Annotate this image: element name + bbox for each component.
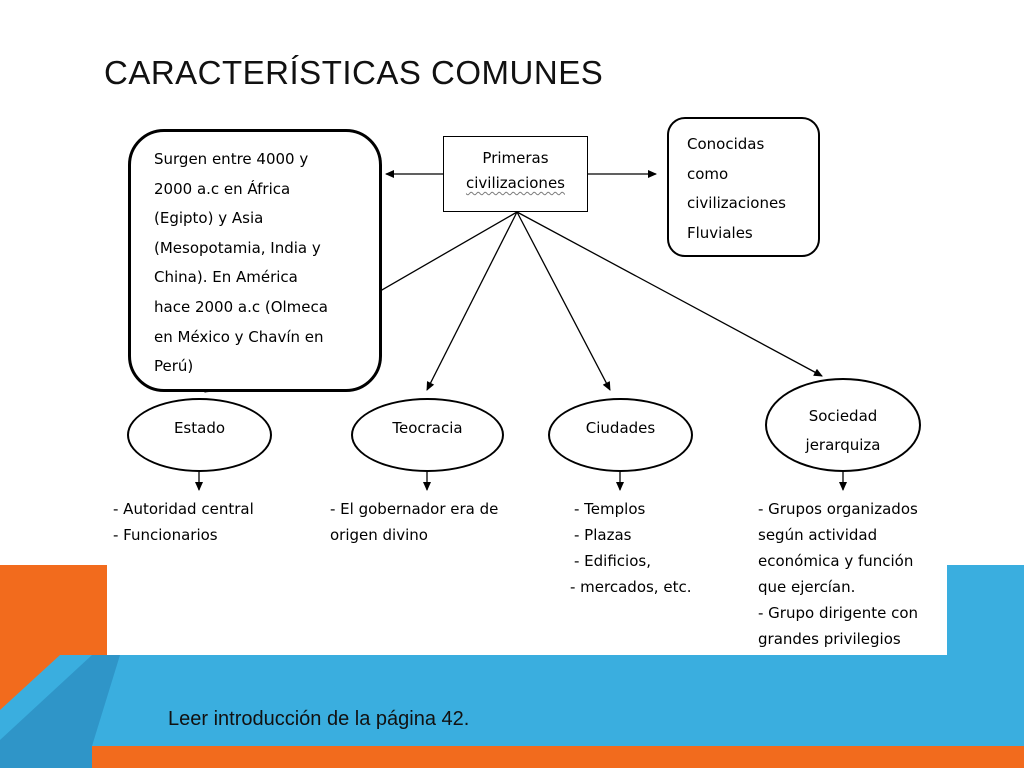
details-ciudades: - Templos - Plazas - Edificios, - mercad…: [570, 496, 691, 600]
node-sociedad-label-line: jerarquiza: [805, 436, 881, 454]
detail-item: - Grupo dirigente con: [758, 604, 919, 622]
node-origin-line: (Egipto) y Asia: [154, 209, 264, 228]
node-fluvial-line: Fluviales: [687, 223, 753, 242]
decorative-triangles: [0, 655, 390, 768]
detail-item: - Grupos organizados: [758, 500, 918, 518]
detail-item: - Funcionarios: [113, 526, 218, 544]
node-teocracia: Teocracia: [351, 398, 504, 472]
details-teocracia: - El gobernador era de origen divino: [330, 496, 498, 548]
node-origin-line: hace 2000 a.c (Olmeca: [154, 297, 328, 316]
node-origin-line: Surgen entre 4000 y: [154, 150, 309, 168]
details-estado: - Autoridad central - Funcionarios: [113, 496, 254, 548]
detail-item: - mercados, etc.: [570, 578, 692, 596]
node-origin-line: en México y Chavín en: [154, 327, 324, 346]
node-sociedad-jerarquiza: Sociedad jerarquiza: [765, 378, 921, 472]
detail-item: - Autoridad central: [113, 500, 254, 518]
details-sociedad: - Grupos organizados según actividad eco…: [758, 496, 918, 652]
node-primeras-civilizaciones: Primeras civilizaciones: [443, 136, 588, 212]
node-teocracia-label: Teocracia: [392, 419, 463, 437]
node-fluvial-line: civilizaciones: [687, 194, 787, 212]
arrow-root-to-teocracia: [426, 211, 518, 391]
node-ciudades: Ciudades: [548, 398, 693, 472]
node-sociedad-label: Sociedad jerarquiza: [767, 380, 919, 460]
node-fluvial-civilizations: Conocidas como civilizaciones Fluviales: [667, 117, 820, 257]
node-origin-line: China). En América: [154, 268, 298, 287]
detail-item: - Plazas: [574, 526, 632, 544]
decorative-orange-strip: [92, 746, 1024, 768]
detail-item: - Templos: [574, 500, 646, 518]
node-fluvial-line: Conocidas: [687, 135, 765, 153]
detail-item: económica y función: [758, 552, 914, 570]
slide-title: Características comunes: [104, 54, 604, 91]
arrow-root-to-ciudades: [516, 211, 611, 391]
node-estado-label: Estado: [173, 419, 226, 437]
detail-item: que ejercían.: [758, 578, 856, 596]
detail-item: - El gobernador era de: [330, 500, 499, 518]
node-estado: Estado: [127, 398, 272, 472]
detail-item: según actividad: [758, 526, 878, 544]
node-origin-dates: Surgen entre 4000 y 2000 a.c en África (…: [128, 129, 382, 392]
node-sociedad-label-line: Sociedad: [808, 407, 878, 425]
footer-reading-instruction: Leer introducción de la página 42.: [168, 708, 470, 730]
node-root-line: Primeras: [482, 149, 549, 167]
node-fluvial-line: como: [687, 164, 729, 183]
detail-item: - Edificios,: [574, 552, 651, 570]
node-origin-line: Perú): [154, 357, 194, 376]
detail-item: grandes privilegios: [758, 630, 901, 648]
node-root-line: civilizaciones: [465, 174, 565, 192]
detail-item: origen divino: [330, 526, 428, 544]
node-ciudades-label: Ciudades: [585, 419, 656, 437]
arrow-root-to-sociedad: [516, 211, 823, 377]
node-origin-line: (Mesopotamia, India y: [154, 238, 321, 257]
decorative-blue-block: [947, 565, 1024, 655]
node-origin-line: 2000 a.c en África: [154, 179, 291, 198]
